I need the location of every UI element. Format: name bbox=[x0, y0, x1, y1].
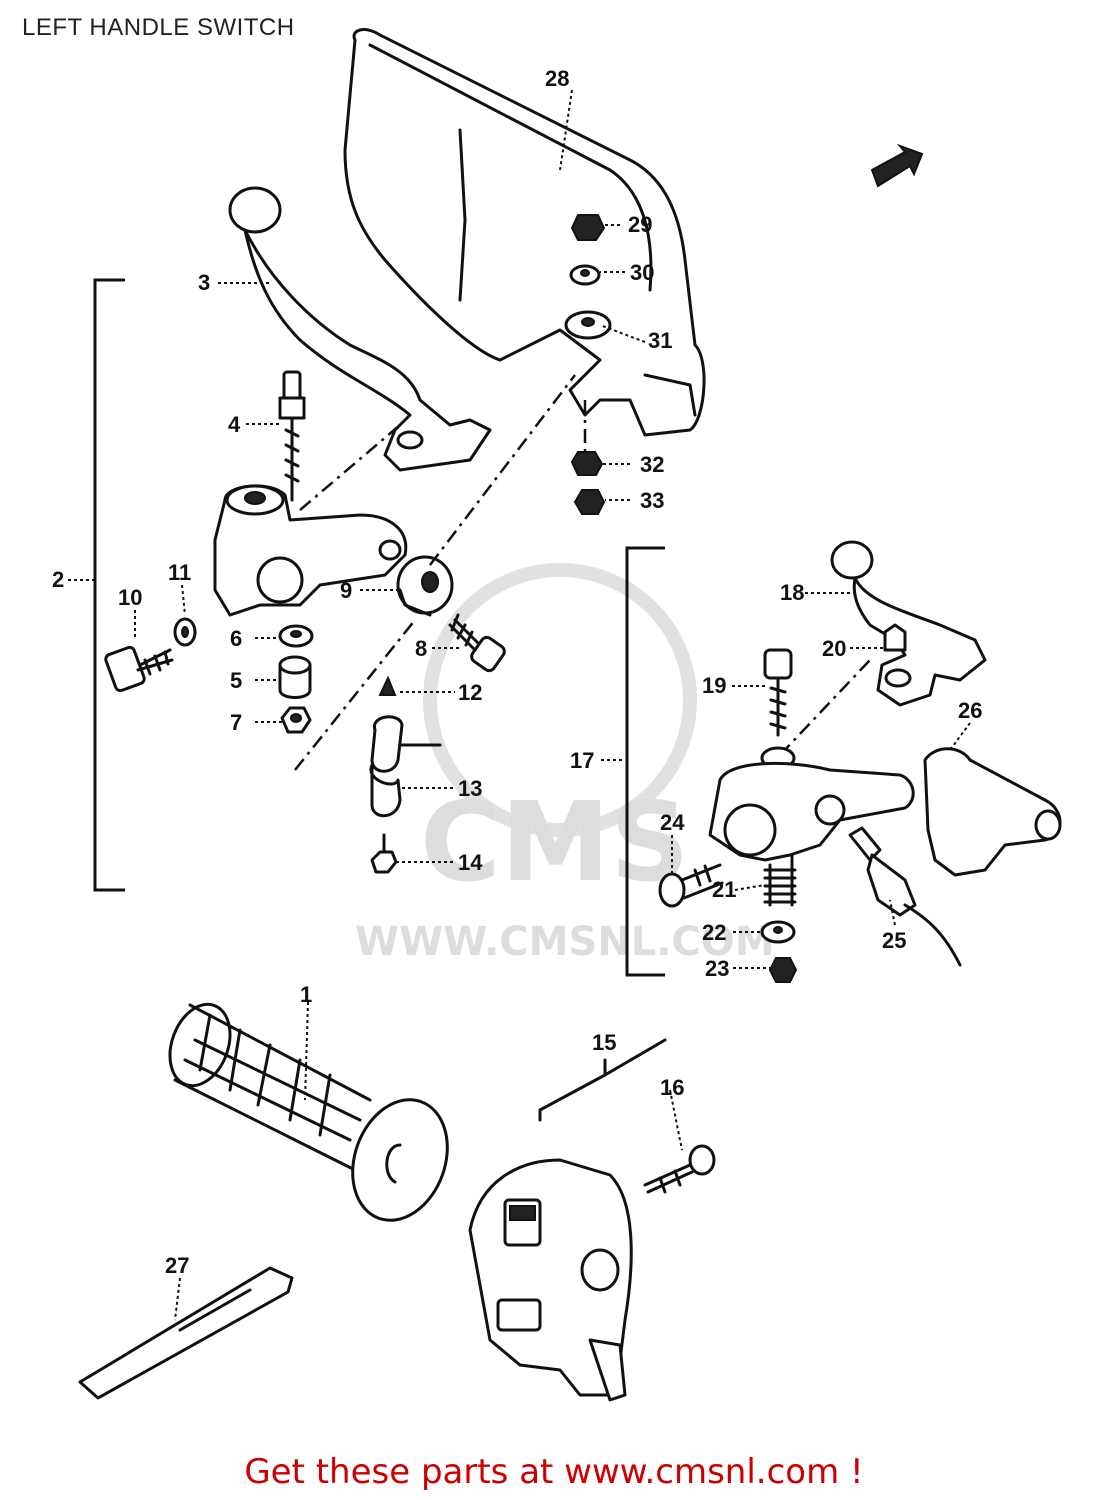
assembly-line bbox=[294, 619, 416, 771]
callout-29: 29 bbox=[628, 212, 652, 237]
bracket-part-17 bbox=[625, 546, 665, 977]
wire-13 bbox=[369, 715, 442, 818]
assembly-line bbox=[429, 374, 576, 566]
callout-6: 6 bbox=[230, 626, 242, 651]
washer-31 bbox=[564, 310, 612, 340]
switch-26 bbox=[923, 747, 1062, 877]
spring-21 bbox=[763, 853, 797, 907]
callout-8: 8 bbox=[415, 636, 427, 661]
bracket-part-2 bbox=[93, 278, 125, 892]
callout-25: 25 bbox=[882, 928, 906, 953]
nut-7 bbox=[280, 706, 312, 734]
callout-33: 33 bbox=[640, 488, 664, 513]
callout-31: 31 bbox=[648, 328, 672, 353]
watermark-url: WWW.CMSNL.COM bbox=[355, 919, 775, 965]
washer-6 bbox=[278, 624, 314, 648]
callout-18: 18 bbox=[780, 580, 804, 605]
spacer-32 bbox=[570, 451, 604, 476]
callout-32: 32 bbox=[640, 452, 664, 477]
callout-4: 4 bbox=[228, 412, 241, 437]
callout-10: 10 bbox=[118, 585, 142, 610]
watermark-logo: CMS bbox=[420, 778, 689, 906]
grip bbox=[168, 1002, 449, 1222]
callout-2: 2 bbox=[52, 567, 64, 592]
callout-9: 9 bbox=[340, 578, 352, 603]
washer-22 bbox=[760, 920, 796, 944]
watermark: CMS WWW.CMSNL.COM bbox=[355, 563, 775, 965]
callout-7: 7 bbox=[230, 710, 242, 735]
callout-23: 23 bbox=[705, 956, 729, 981]
assembly-line bbox=[779, 659, 871, 756]
lever-18 bbox=[830, 540, 987, 707]
bolt-10 bbox=[104, 645, 174, 693]
callout-20: 20 bbox=[822, 636, 846, 661]
callout-3: 3 bbox=[198, 270, 210, 295]
lever-holder bbox=[213, 484, 408, 617]
nut-33 bbox=[573, 489, 606, 515]
nut-23 bbox=[768, 957, 798, 983]
callout-30: 30 bbox=[630, 260, 654, 285]
callout-1: 1 bbox=[300, 982, 312, 1007]
callouts: 1 2 3 4 5 6 7 8 9 10 11 12 13 14 15 16 1… bbox=[52, 66, 982, 1278]
callout-15: 15 bbox=[592, 1030, 616, 1055]
clutch-lever bbox=[228, 186, 492, 472]
collar bbox=[396, 555, 454, 617]
screw-14 bbox=[370, 833, 398, 874]
bolt-19 bbox=[760, 648, 796, 770]
clip-12 bbox=[378, 675, 397, 696]
callout-14: 14 bbox=[458, 850, 483, 875]
callout-28: 28 bbox=[545, 66, 569, 91]
callout-19: 19 bbox=[702, 673, 726, 698]
footer-link[interactable]: Get these parts at www.cmsnl.com ! bbox=[244, 1452, 864, 1492]
diagram-title: LEFT HANDLE SWITCH bbox=[22, 14, 295, 41]
callout-26: 26 bbox=[958, 698, 982, 723]
cap-29 bbox=[570, 214, 606, 241]
washer-11 bbox=[173, 617, 197, 647]
adjuster-bolt bbox=[278, 370, 306, 502]
callout-11: 11 bbox=[168, 560, 191, 585]
tie-strap bbox=[78, 1266, 294, 1400]
pin-20 bbox=[883, 623, 907, 652]
clutch-switch-25 bbox=[848, 826, 962, 967]
callout-5: 5 bbox=[230, 668, 242, 693]
hand-guard bbox=[343, 28, 706, 437]
callout-24: 24 bbox=[660, 810, 685, 835]
callout-13: 13 bbox=[458, 776, 482, 801]
washer-30 bbox=[569, 264, 601, 286]
bolt-8 bbox=[448, 613, 506, 673]
spacer-5 bbox=[278, 655, 312, 699]
callout-21: 21 bbox=[712, 877, 736, 902]
callout-27: 27 bbox=[165, 1253, 189, 1278]
front-arrow-icon bbox=[870, 143, 924, 188]
holder-17 bbox=[708, 761, 915, 862]
callout-22: 22 bbox=[702, 920, 726, 945]
callout-17: 17 bbox=[570, 748, 594, 773]
callout-16: 16 bbox=[660, 1075, 684, 1100]
callout-12: 12 bbox=[458, 680, 482, 705]
assembly-line bbox=[299, 424, 401, 511]
switch-assembly bbox=[468, 1158, 633, 1402]
leader-lines bbox=[134, 89, 971, 1321]
screw-16 bbox=[643, 1144, 716, 1194]
